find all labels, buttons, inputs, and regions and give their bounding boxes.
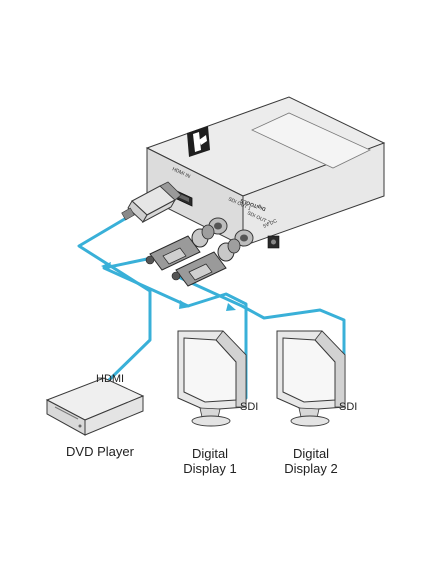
dvd-player-icon: [45, 377, 145, 436]
cable-arrows: [101, 262, 236, 311]
arrow-icon: [101, 262, 111, 270]
hdmi-cable: [77, 215, 152, 385]
arrow-icon: [179, 300, 190, 309]
display-2-label-line2: Display 2: [284, 461, 337, 476]
bnc-plug-2: [171, 238, 241, 287]
hdmi-cable-tag: HDMI: [96, 373, 124, 385]
hdmi-plug: [121, 181, 182, 224]
power-port-label: 5V DC: [262, 218, 278, 230]
display-1-sdi-tag: SDI: [240, 401, 258, 413]
display-2-sdi-tag: SDI: [339, 401, 357, 413]
kramer-logo-icon: [187, 126, 210, 157]
display-2-label-line1: Digital: [293, 446, 329, 461]
digital-display-1-icon: [177, 330, 247, 427]
arrow-icon: [226, 303, 236, 311]
digital-display-2-icon: [276, 330, 346, 427]
display-1-label-line2: Display 1: [183, 461, 236, 476]
bnc-plug-1: [145, 224, 215, 271]
dvd-player-label: DVD Player: [66, 444, 135, 459]
converter-device: DigiTOOLS HDMI IN SDI OUT 1 SDI OUT 2 5V…: [145, 96, 386, 249]
power-port: 5V DC: [262, 218, 280, 249]
display-1-label-line1: Digital: [192, 446, 228, 461]
